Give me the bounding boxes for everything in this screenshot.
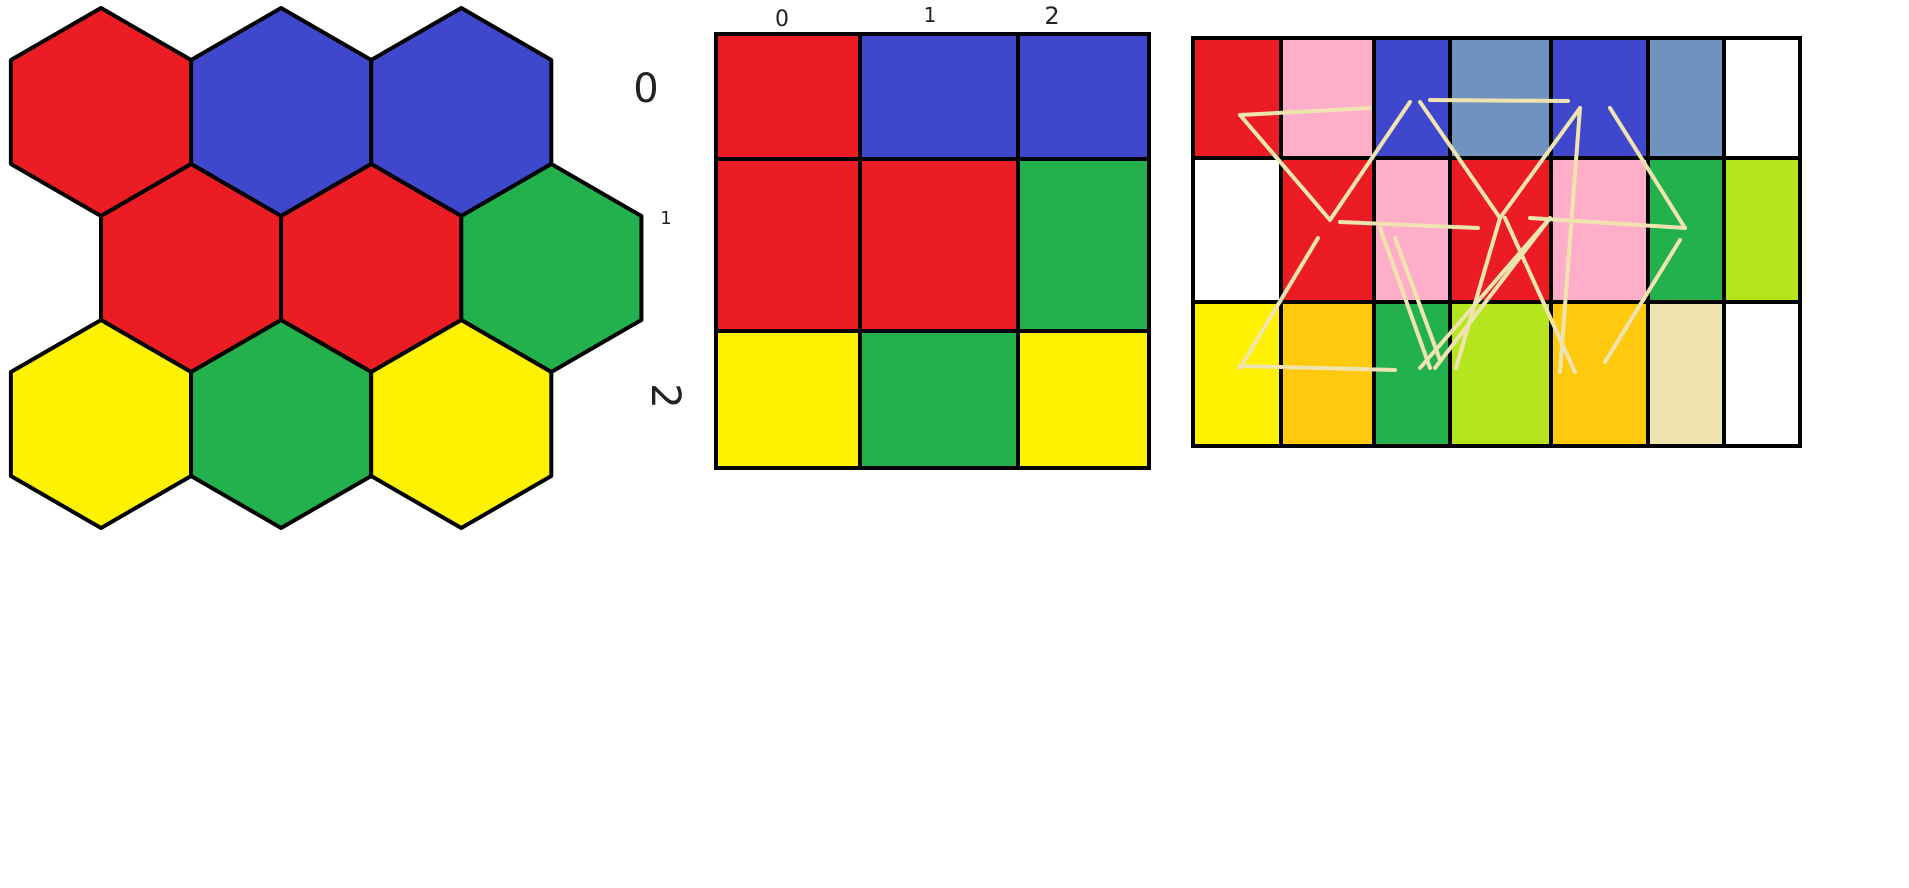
square-cell	[714, 329, 862, 470]
square-cell	[714, 32, 862, 161]
link-stroke	[1428, 98, 1570, 103]
link-stroke	[1603, 238, 1682, 364]
hex-grid	[8, 6, 644, 530]
hex-cell	[369, 318, 554, 530]
square-cell	[1016, 329, 1151, 470]
expanded-cell	[1549, 300, 1650, 448]
link-stroke	[1238, 113, 1332, 222]
expanded-cell	[1722, 156, 1802, 304]
expanded-cell	[1722, 36, 1802, 160]
link-stroke	[1503, 216, 1577, 374]
link-stroke	[1498, 106, 1582, 220]
expanded-cell	[1646, 36, 1726, 160]
column-label-1: 1	[924, 3, 937, 27]
link-stroke	[1608, 106, 1687, 230]
square-cell	[714, 157, 862, 333]
link-stroke	[1528, 216, 1687, 230]
expanded-cell	[1191, 156, 1283, 304]
link-stroke	[1558, 106, 1582, 374]
square-grid	[714, 32, 1151, 470]
link-stroke	[1418, 100, 1502, 220]
column-labels: 0 1 2	[775, 2, 1060, 32]
link-stroke	[1238, 364, 1397, 372]
expanded-cell	[1448, 36, 1553, 160]
link-stroke	[1393, 236, 1442, 362]
expanded-cell	[1646, 300, 1726, 448]
expanded-cell	[1279, 36, 1376, 160]
link-stroke	[1454, 216, 1502, 370]
expanded-cell	[1372, 300, 1452, 448]
link-stroke	[1238, 106, 1372, 117]
expanded-cell	[1279, 300, 1376, 448]
square-cell	[1016, 157, 1151, 333]
expanded-cell	[1448, 300, 1553, 448]
square-cell	[858, 329, 1020, 470]
link-stroke	[1328, 100, 1412, 222]
link-stroke	[1238, 236, 1320, 370]
column-label-2: 2	[1044, 2, 1059, 30]
link-stroke	[1378, 226, 1432, 370]
expanded-cell	[1549, 36, 1650, 160]
square-cell	[858, 32, 1020, 161]
row-labels: 0 1 2	[633, 66, 688, 409]
link-stroke	[1338, 220, 1480, 230]
row-label-0: 0	[633, 66, 658, 112]
expanded-cell	[1372, 156, 1452, 304]
expanded-cell	[1191, 36, 1283, 160]
link-stroke	[1433, 216, 1552, 370]
square-cell	[858, 157, 1020, 333]
expanded-cell	[1722, 300, 1802, 448]
column-label-0: 0	[775, 7, 789, 32]
square-cell	[1016, 32, 1151, 161]
triangle-link-overlay	[1238, 98, 1687, 374]
expanded-cell	[1646, 156, 1726, 304]
row-label-2: 2	[642, 383, 688, 408]
row-label-1: 1	[660, 208, 671, 229]
